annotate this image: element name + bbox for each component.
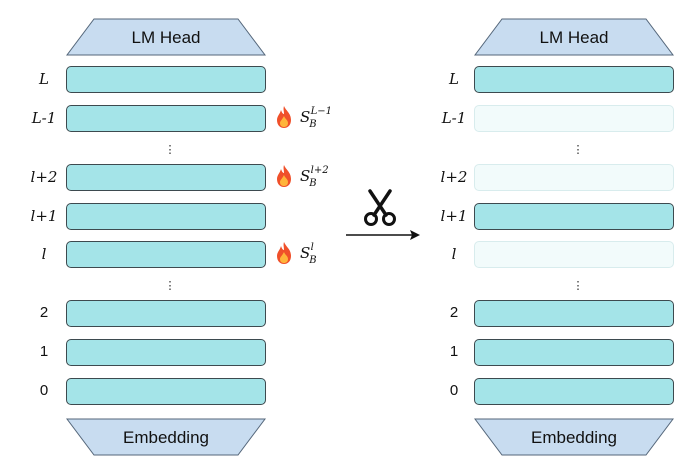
embedding-label: Embedding — [122, 428, 209, 447]
flame-icon — [277, 242, 291, 264]
layer-block-L-1 — [66, 105, 266, 132]
layer-block-1 — [66, 339, 266, 366]
layer-block-2 — [66, 300, 266, 327]
embedding-block: Embedding — [66, 418, 266, 456]
lm-head-label: LM Head — [131, 28, 201, 47]
layer-block-L — [474, 66, 674, 93]
row-label-0: 0 — [449, 382, 459, 399]
lm-head-trapezoid — [66, 18, 266, 56]
row-label-2: 2 — [449, 304, 459, 321]
row-label-1: 1 — [39, 343, 49, 360]
row-label-0: 0 — [39, 382, 49, 399]
arrow-right-icon — [346, 230, 420, 240]
row-label-L-1: L-1 — [441, 109, 467, 127]
row-label-l+2: l+2 — [30, 168, 58, 186]
layer-block-l+1 — [66, 203, 266, 230]
embedding-trapezoid — [66, 418, 266, 456]
ellipsis-upper: ⋮ — [572, 144, 584, 156]
layer-block-l+2 — [66, 164, 266, 191]
layer-block-2 — [474, 300, 674, 327]
score-label: SBl — [300, 242, 317, 266]
original-model-stack: LM Head ⋮ ⋮ Embedding — [66, 0, 266, 469]
lm-head-label: LM Head — [539, 28, 609, 47]
row-label-2: 2 — [39, 304, 49, 321]
score-label: SBl+2 — [300, 165, 329, 189]
layer-block-1 — [474, 339, 674, 366]
embedding-block: Embedding — [474, 418, 674, 456]
ellipsis-lower: ⋮ — [572, 280, 584, 292]
flame-icon — [277, 165, 291, 187]
flame-icon — [277, 106, 291, 128]
layer-block-0 — [474, 378, 674, 405]
layer-block-L — [66, 66, 266, 93]
pruned-layer-block-L-1 — [474, 105, 674, 132]
row-label-l: l — [451, 245, 457, 263]
lm-head-trapezoid — [474, 18, 674, 56]
pruned-model-stack: LM Head ⋮ ⋮ Embedding — [474, 0, 674, 469]
row-label-L: L — [39, 70, 49, 88]
embedding-label: Embedding — [530, 428, 617, 447]
ellipsis-upper: ⋮ — [164, 144, 176, 156]
lm-head-block: LM Head — [474, 18, 674, 56]
layer-block-l+1 — [474, 203, 674, 230]
embedding-trapezoid — [474, 418, 674, 456]
row-label-l+1: l+1 — [30, 207, 58, 225]
layer-block-l — [66, 241, 266, 268]
lm-head-block: LM Head — [66, 18, 266, 56]
pruned-layer-block-l — [474, 241, 674, 268]
pruned-layer-block-l+2 — [474, 164, 674, 191]
row-label-L: L — [449, 70, 459, 88]
row-label-l+1: l+1 — [440, 207, 468, 225]
scissors-icon — [364, 189, 396, 226]
row-label-l+2: l+2 — [440, 168, 468, 186]
ellipsis-lower: ⋮ — [164, 280, 176, 292]
score-label: SBL−1 — [300, 106, 333, 130]
row-label-L-1: L-1 — [31, 109, 57, 127]
layer-block-0 — [66, 378, 266, 405]
row-label-1: 1 — [449, 343, 459, 360]
row-label-l: l — [41, 245, 47, 263]
